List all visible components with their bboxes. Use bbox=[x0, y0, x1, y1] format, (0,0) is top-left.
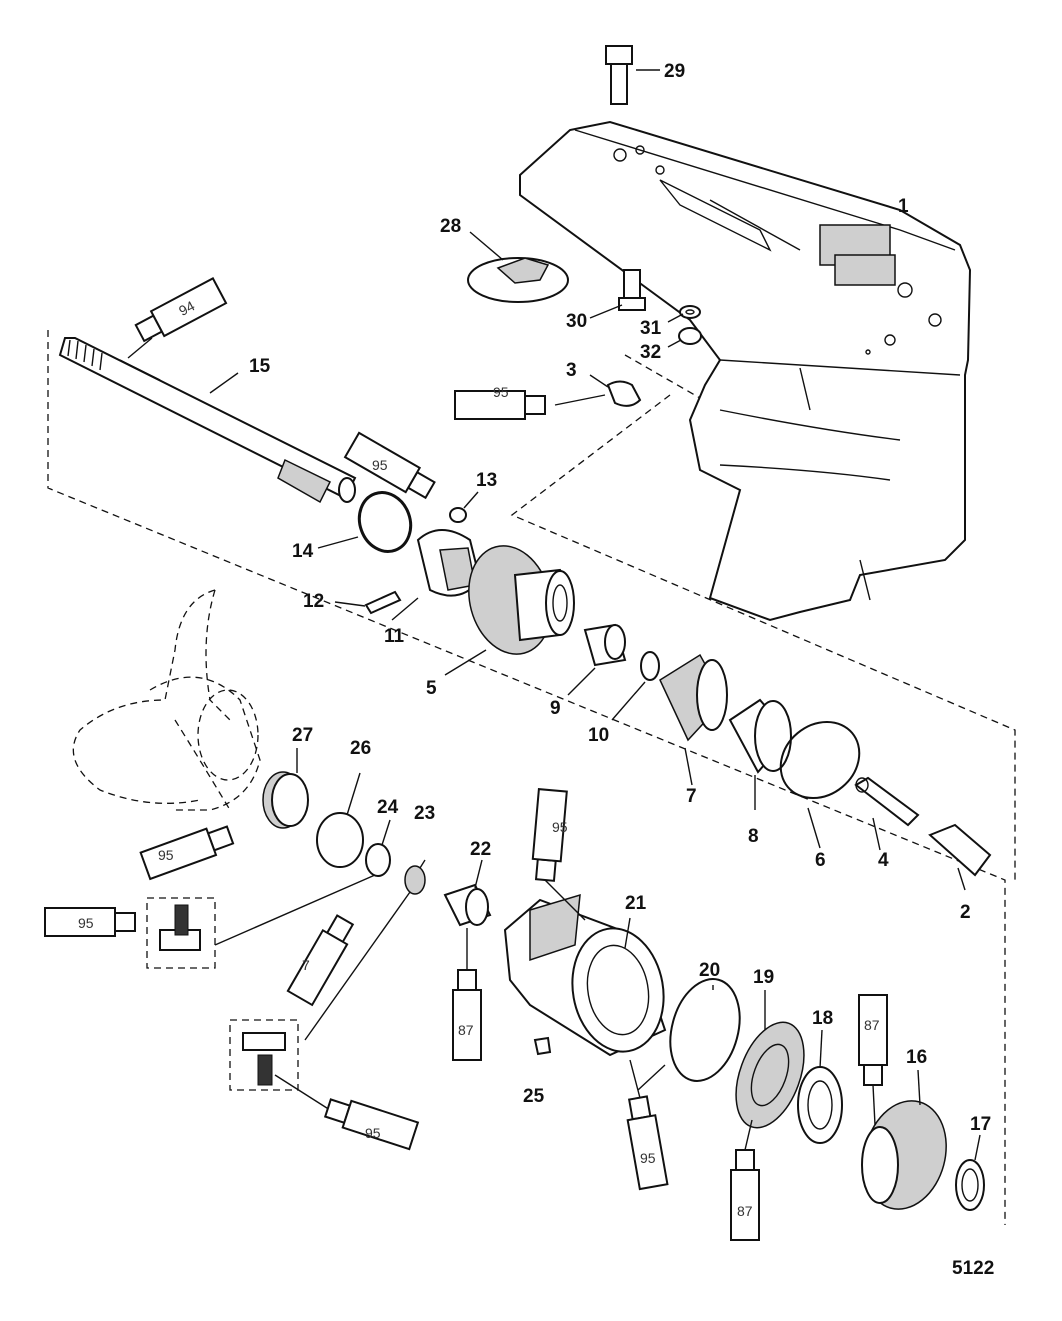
callout-6: 6 bbox=[815, 850, 826, 871]
callout-10: 10 bbox=[588, 725, 609, 746]
tube-label: 95 bbox=[372, 457, 388, 473]
callout-3: 3 bbox=[566, 360, 577, 381]
sealant-tube-95-c: 95 bbox=[139, 825, 235, 881]
callout-16: 16 bbox=[906, 1047, 927, 1068]
detail-box-upper bbox=[146, 897, 216, 969]
cam-follower-part-2 bbox=[928, 823, 992, 891]
shim-part-6 bbox=[779, 720, 861, 849]
figure-number: 5122 bbox=[952, 1258, 994, 1279]
gear-part-5 bbox=[444, 545, 575, 676]
callout-19: 19 bbox=[753, 967, 774, 988]
thrust-washer-part-18 bbox=[797, 1029, 843, 1144]
callout-27: 27 bbox=[292, 725, 313, 746]
propeller-phantom-outline bbox=[72, 589, 261, 811]
sealant-tube-87-b: 87 bbox=[730, 1149, 760, 1241]
bearing-carrier-part-21 bbox=[503, 893, 667, 1057]
propeller-shaft-part-15 bbox=[58, 337, 357, 504]
shift-shaft-part-4 bbox=[854, 776, 920, 851]
sealant-tube-7: 7 bbox=[286, 914, 355, 1007]
callout-1: 1 bbox=[898, 196, 909, 217]
washer-part-31 bbox=[679, 305, 701, 319]
needle-bearing-part-9 bbox=[567, 623, 627, 696]
bearing-race-part-17 bbox=[955, 1134, 985, 1211]
tube-label: 95 bbox=[158, 847, 174, 863]
bolt-part-29 bbox=[605, 45, 660, 105]
sealant-tube-95-e: 95 bbox=[323, 1098, 420, 1151]
callout-29: 29 bbox=[664, 61, 685, 82]
sealant-tube-95-d: 95 bbox=[44, 907, 136, 937]
callout-8: 8 bbox=[748, 826, 759, 847]
shift-cam-part-3 bbox=[554, 374, 642, 407]
tube-label: 7 bbox=[302, 957, 310, 973]
tube-label: 95 bbox=[640, 1150, 656, 1166]
callout-24: 24 bbox=[377, 797, 399, 818]
key-part-25 bbox=[533, 1036, 552, 1056]
tapered-bearing-part-7 bbox=[659, 653, 728, 786]
callout-25: 25 bbox=[523, 1086, 545, 1107]
callout-12: 12 bbox=[303, 591, 324, 612]
tube-label: 95 bbox=[552, 819, 568, 835]
tab-washer-part-26 bbox=[316, 772, 364, 868]
sealant-tube-94: 94 bbox=[134, 277, 228, 343]
o-ring-part-20 bbox=[669, 978, 741, 1082]
nut-part-32 bbox=[667, 313, 702, 348]
detail-box-lower bbox=[229, 1019, 331, 1111]
callout-11: 11 bbox=[384, 626, 405, 647]
callout-5: 5 bbox=[426, 678, 437, 699]
callout-labels: 1 2 3 4 5 6 7 8 9 10 11 12 13 14 15 16 1… bbox=[249, 61, 994, 1279]
callout-26: 26 bbox=[350, 738, 371, 759]
callout-22: 22 bbox=[470, 839, 491, 860]
callout-30: 30 bbox=[566, 311, 587, 332]
o-ring-part-14 bbox=[317, 491, 413, 553]
tube-leader-lines bbox=[466, 879, 876, 1151]
callout-32: 32 bbox=[640, 342, 661, 363]
callout-15: 15 bbox=[249, 356, 271, 377]
retaining-ring-part-10 bbox=[611, 651, 660, 721]
gear-part-16 bbox=[861, 1069, 947, 1210]
sealant-tube-95-f: 95 bbox=[531, 788, 568, 882]
callout-7: 7 bbox=[686, 786, 697, 807]
bearing-cup-part-8 bbox=[728, 698, 792, 810]
callout-17: 17 bbox=[970, 1114, 991, 1135]
bolt-part-30 bbox=[589, 269, 646, 319]
tube-label: 95 bbox=[78, 915, 94, 931]
sealant-tube-87-a: 87 bbox=[452, 969, 482, 1061]
seal-part-23 bbox=[304, 859, 426, 1041]
callout-13: 13 bbox=[476, 470, 497, 491]
callout-9: 9 bbox=[550, 698, 561, 719]
needle-bearing-part-22 bbox=[443, 859, 492, 927]
anode-plate-part-28 bbox=[467, 231, 569, 303]
assembly-boundary-lines bbox=[47, 330, 1016, 1225]
callout-21: 21 bbox=[625, 893, 647, 914]
callout-23: 23 bbox=[414, 803, 435, 824]
washer-part-24 bbox=[214, 819, 391, 946]
callout-2: 2 bbox=[960, 902, 971, 923]
seal-part-27 bbox=[262, 748, 309, 829]
callout-31: 31 bbox=[640, 318, 662, 339]
sealant-tube-87-c: 87 bbox=[858, 994, 888, 1086]
detent-ball-part-13 bbox=[449, 491, 479, 523]
sealant-tube-95-g: 95 bbox=[626, 1095, 669, 1191]
gear-housing-part bbox=[519, 120, 972, 622]
callout-20: 20 bbox=[699, 960, 720, 981]
callout-4: 4 bbox=[878, 850, 889, 871]
callout-28: 28 bbox=[440, 216, 461, 237]
clutch-part-11 bbox=[391, 529, 482, 621]
callout-18: 18 bbox=[812, 1008, 833, 1029]
cross-pin-part-12 bbox=[334, 590, 402, 615]
ball-bearing-part-19 bbox=[735, 990, 805, 1129]
tube-label: 95 bbox=[493, 384, 509, 400]
tube-label: 95 bbox=[365, 1125, 381, 1141]
sealant-tube-95-b: 95 bbox=[343, 431, 436, 500]
tube-label: 87 bbox=[458, 1022, 474, 1038]
callout-14: 14 bbox=[292, 541, 314, 562]
tube-label: 87 bbox=[737, 1203, 753, 1219]
tube-label: 94 bbox=[176, 297, 197, 319]
tube-label: 87 bbox=[864, 1017, 880, 1033]
sealant-tube-95-a: 95 bbox=[454, 384, 546, 420]
